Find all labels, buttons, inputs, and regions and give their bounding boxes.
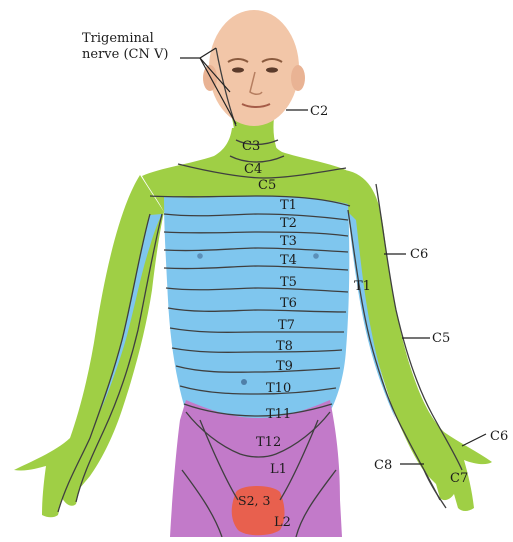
label-c7-hand: C7 [450,471,468,486]
label-c8-hand: C8 [374,458,392,473]
label-t9: T9 [276,359,293,374]
label-c6-arm: C6 [410,247,428,262]
label-t12: T12 [256,435,281,450]
right-ear [291,65,305,91]
label-t3: T3 [280,234,297,249]
label-c5-arm: C5 [432,331,450,346]
label-t1: T1 [280,198,297,213]
c6-hand-leader [462,434,486,446]
label-c4: C4 [244,162,262,177]
label-t5: T5 [280,275,297,290]
right-eye [266,67,278,72]
label-c5-neck: C5 [258,178,276,193]
label-t8: T8 [276,339,293,354]
label-c2: C2 [310,104,328,119]
label-trigeminal-line2: nerve (CN V) [82,47,168,62]
label-t2: T2 [280,216,297,231]
left-nipple [197,253,203,259]
left-arm-region [14,175,164,517]
label-s23: S2, 3 [238,493,270,508]
label-l2: L2 [274,515,291,530]
label-c6-hand: C6 [490,429,508,444]
left-eye [232,67,244,72]
label-t7: T7 [278,318,295,333]
label-t4: T4 [280,253,297,268]
label-t1-arm: T1 [354,279,371,294]
head [209,10,299,126]
label-t6: T6 [280,296,297,311]
right-nipple [313,253,319,259]
label-t10: T10 [266,381,291,396]
label-l1: L1 [270,462,287,477]
label-t11: T11 [266,407,291,422]
navel [241,379,247,385]
label-c3: C3 [242,139,260,154]
label-trigeminal-line1: Trigeminal [82,31,154,46]
